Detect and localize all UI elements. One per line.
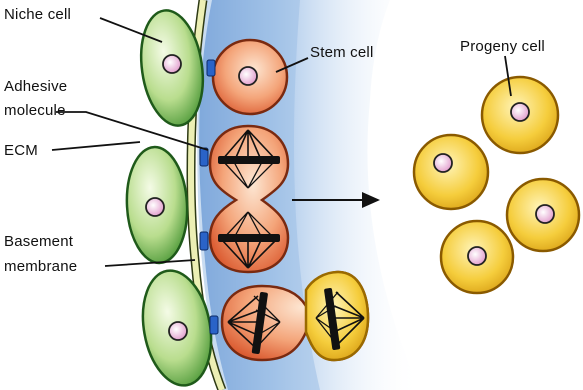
progeny-cell (441, 221, 513, 293)
label-stem-cell: Stem cell (310, 44, 374, 61)
progeny-cell (507, 179, 579, 251)
label-basement-line2: membrane (4, 258, 77, 275)
stem-cell (213, 40, 287, 114)
label-progeny-cell: Progeny cell (460, 38, 545, 55)
niche-cell (124, 146, 190, 265)
progeny-cell (414, 135, 488, 209)
label-niche-cell: Niche cell (4, 6, 71, 23)
leader-ecm (52, 142, 140, 150)
progeny-cell (482, 77, 558, 153)
label-ecm: ECM (4, 142, 38, 159)
label-adhesive-line2: molecule (4, 102, 66, 119)
label-adhesive-line1: Adhesive (4, 78, 67, 95)
label-basement-line1: Basement (4, 233, 73, 250)
